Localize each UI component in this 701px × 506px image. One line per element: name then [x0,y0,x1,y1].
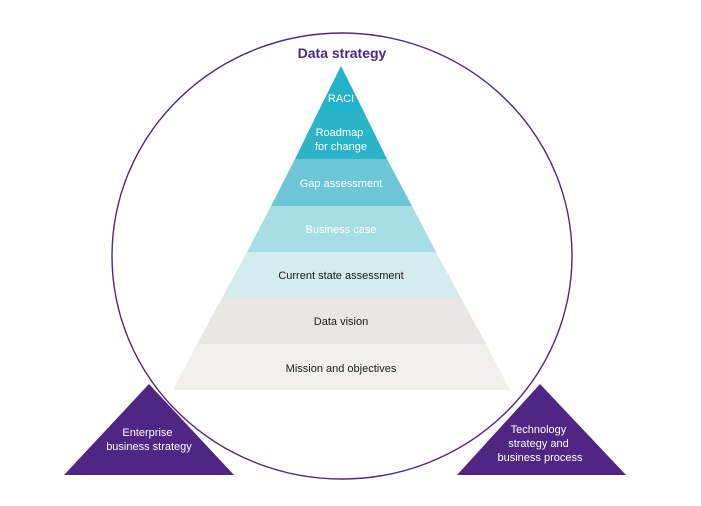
pyramid [173,66,510,390]
level-label-roadmap: Roadmap for change [315,127,367,153]
level-label-raci: RACI [328,93,354,105]
pyramid-level-data-vision [197,298,486,344]
level-label-current-state: Current state assessment [278,270,403,282]
level-label-data-vision: Data vision [314,316,368,328]
base-triangle-right [457,384,626,475]
pyramid-level-business-case [247,206,436,252]
strategy-circle [111,32,573,480]
pyramid-level-current-state [222,252,461,298]
base-label-left: Enterprise business strategy [106,427,192,453]
base-triangle-left [64,384,234,475]
pyramid-labels: RACI Roadmap for change Gap assessment B… [278,93,403,375]
level-label-mission: Mission and objectives [286,363,397,375]
diagram-title: Data strategy [298,45,387,61]
pyramid-level-roadmap [295,112,387,159]
pyramid-level-raci [318,66,364,112]
level-label-business-case: Business case [306,224,377,236]
pyramid-level-mission [173,344,510,390]
base-label-right: Technology strategy and business process [498,424,583,464]
pyramid-level-gap-assessment [271,159,412,206]
level-label-gap-assessment: Gap assessment [300,178,383,190]
